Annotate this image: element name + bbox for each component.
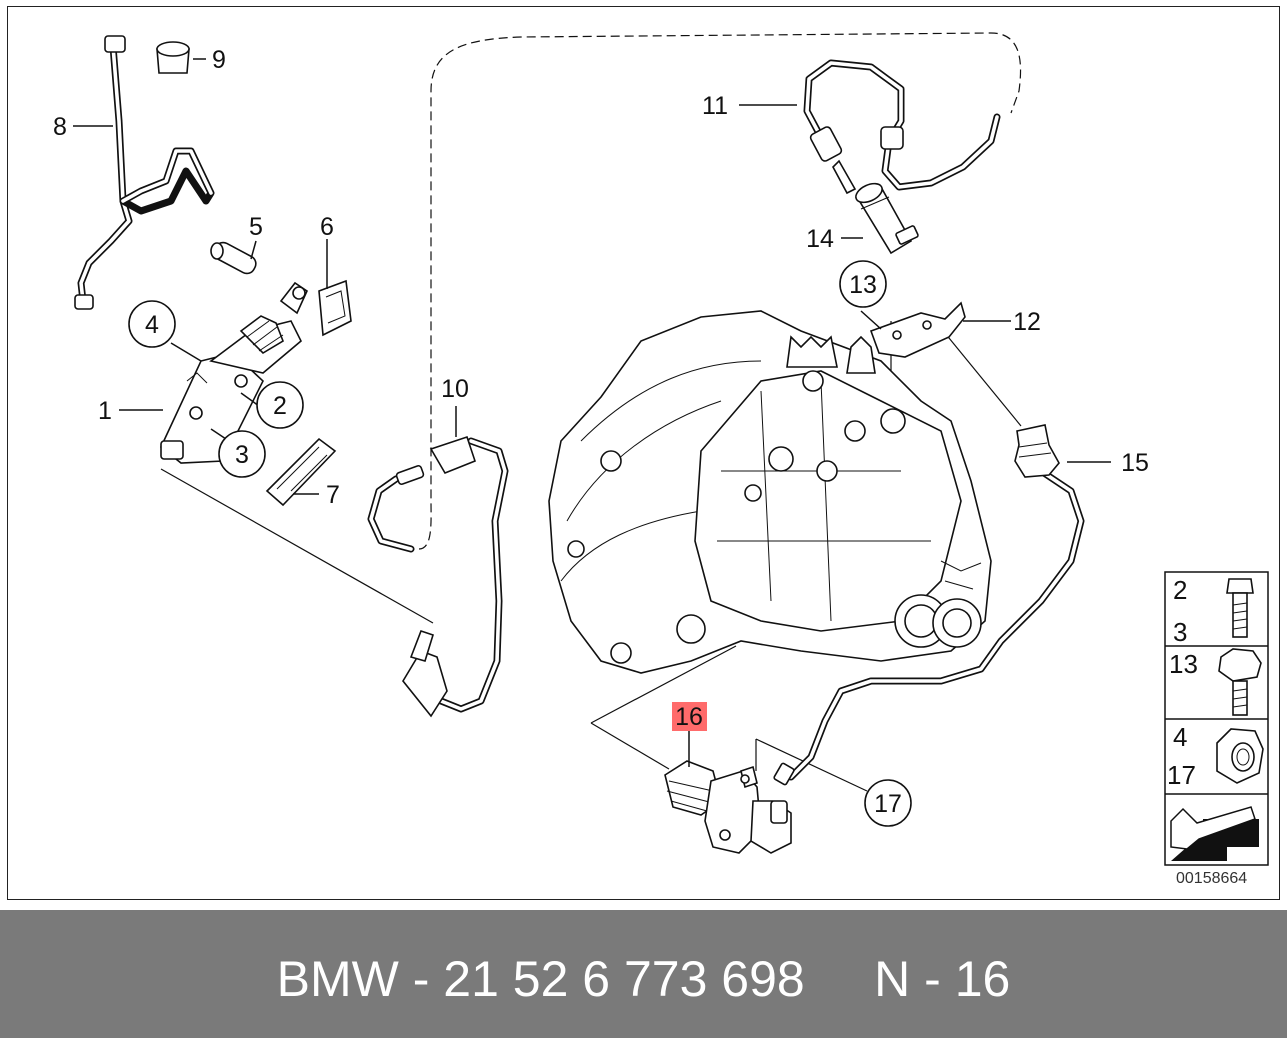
slave-line-part — [773, 424, 1085, 786]
slave-cylinder-part — [664, 760, 792, 854]
hex-bolt-icon — [1226, 578, 1254, 638]
callout-17: 17 — [874, 790, 902, 818]
hex-nut-icon — [1216, 728, 1264, 784]
callout-circle-2 — [256, 381, 304, 429]
callout-5: 5 — [249, 213, 263, 241]
legend-row3-label-b: 17 — [1167, 760, 1196, 790]
callout-10: 10 — [441, 375, 469, 403]
callout-8: 8 — [53, 113, 67, 141]
fastener-legend: 2 3 13 4 17 — [1164, 571, 1269, 866]
callout-12: 12 — [1013, 308, 1041, 336]
leader-lines — [73, 58, 1111, 767]
callout-13: 13 — [849, 271, 877, 299]
callout-1: 1 — [98, 397, 112, 425]
callout-circle-4 — [128, 300, 176, 348]
diagram-frame: 8 9 1 4 2 3 5 6 7 10 11 13 14 12 15 16 1… — [7, 6, 1280, 900]
legend-row1-label-b: 3 — [1173, 617, 1187, 647]
callout-6: 6 — [320, 213, 334, 241]
bracket-part — [265, 437, 337, 507]
callout-3: 3 — [235, 441, 249, 469]
master-cylinder-part — [160, 281, 309, 464]
transmission-housing-part — [548, 310, 992, 674]
flange-bolt-icon — [1218, 648, 1262, 716]
routing-lines — [160, 32, 1022, 792]
callout-circle-3 — [218, 430, 266, 478]
retaining-plate-part — [318, 279, 352, 337]
upper-hose-part — [803, 59, 1001, 195]
footer-bar: BMW - 21 52 6 773 698 N - 16 — [0, 910, 1287, 1038]
pin-part — [210, 241, 257, 275]
catalog-number: 00158664 — [1176, 870, 1248, 887]
callout-2: 2 — [273, 392, 287, 420]
callout-labels: 8 9 1 4 2 3 5 6 7 10 11 13 14 12 15 16 1… — [53, 46, 1149, 827]
direction-arrow-icon — [1170, 806, 1259, 861]
callout-7: 7 — [326, 481, 340, 509]
legend-row3-label-a: 4 — [1173, 722, 1187, 752]
callout-4: 4 — [145, 311, 159, 339]
callout-15: 15 — [1121, 449, 1149, 477]
callout-circle-17 — [864, 779, 912, 827]
pressure-hose-part — [367, 435, 509, 718]
legend-row2-label: 13 — [1169, 649, 1198, 679]
legend-row1-label-a: 2 — [1173, 575, 1187, 605]
hose-bracket-part — [869, 301, 966, 358]
callout-9: 9 — [212, 46, 226, 74]
callout-16: 16 — [675, 703, 703, 731]
sensor-part — [855, 182, 919, 255]
callout-14: 14 — [806, 225, 834, 253]
callout-11: 11 — [702, 92, 728, 120]
reservoir-hose-part — [74, 35, 215, 310]
callout-highlight-16 — [672, 702, 707, 731]
callout-circle-13 — [839, 260, 887, 308]
hose-clip-part — [156, 41, 190, 74]
parts-diagram: 8 9 1 4 2 3 5 6 7 10 11 13 14 12 15 16 1… — [53, 32, 1269, 866]
part-number-caption: BMW - 21 52 6 773 698 N - 16 — [276, 951, 1011, 1007]
